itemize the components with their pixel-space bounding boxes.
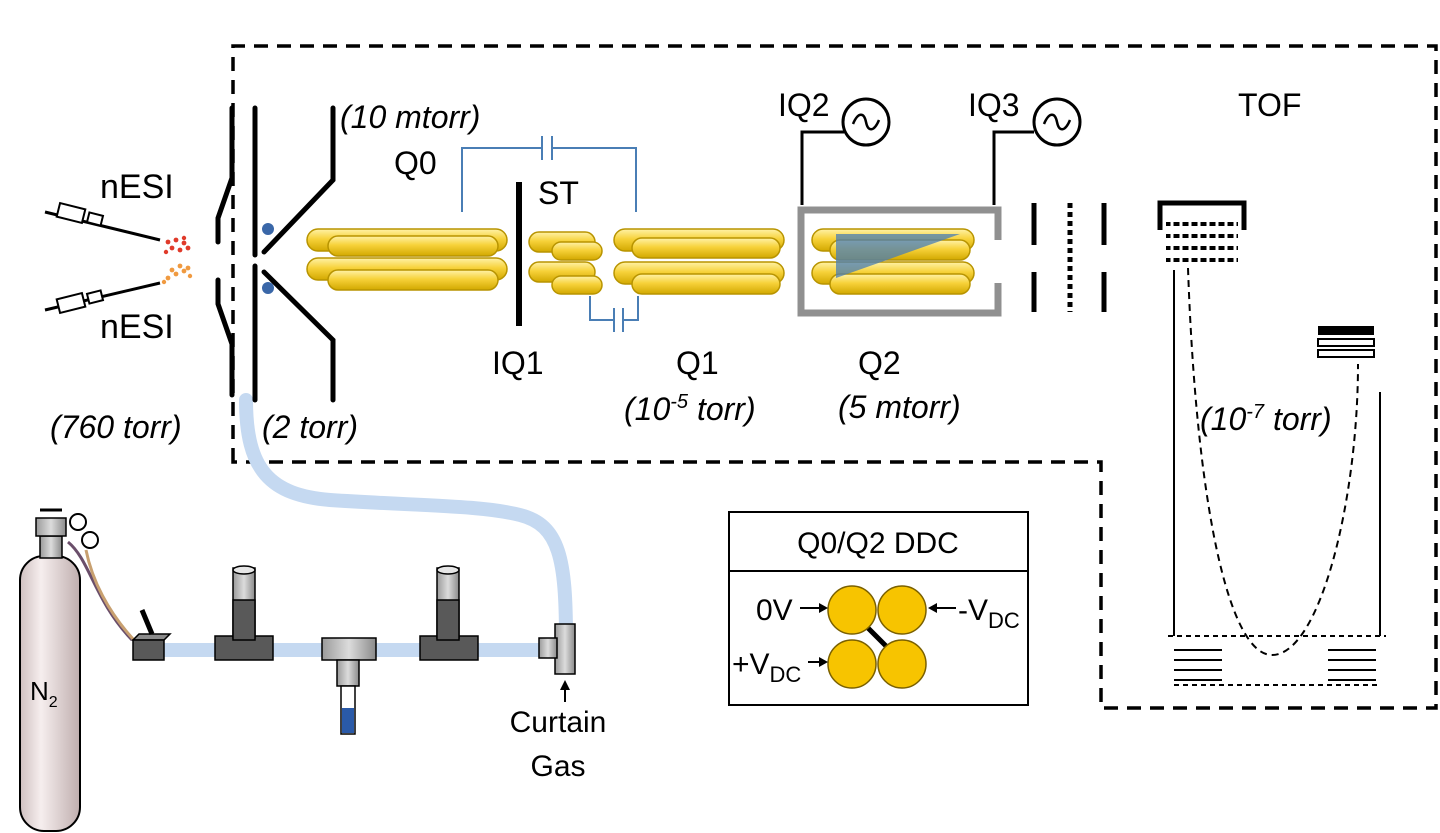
exit-lens-stack — [1031, 203, 1107, 312]
nesi-spray-top — [163, 235, 191, 255]
q0-label: Q0 — [394, 145, 437, 181]
nesi-top-label: nESI — [100, 168, 174, 206]
pressure-2-label: (2 torr) — [262, 409, 358, 445]
ddc-rod-top-right — [877, 585, 927, 635]
q2-collision-cell — [797, 206, 1002, 317]
nesi-bottom-label: nESI — [100, 308, 174, 346]
curtain-gas-tee — [538, 623, 576, 702]
ddc-box: Q0/Q2 DDC 0V -VDC +VDC — [728, 511, 1029, 706]
curtain-gas-label-line1: Curtain — [510, 706, 607, 739]
ddc-rod-bottom-right — [877, 639, 927, 689]
iq1-label: IQ1 — [492, 345, 544, 381]
vacuum-enclosure-border — [231, 44, 1438, 710]
skimmer-cone — [261, 105, 336, 403]
ddc-rod-top-left — [827, 585, 877, 635]
ion-dot-bottom — [262, 282, 274, 294]
ddc-arrow-minus — [928, 603, 956, 613]
tof-ion-trajectory — [1187, 267, 1359, 657]
ddc-arrow-plus — [808, 657, 828, 667]
q2-ion-beam — [836, 234, 960, 278]
iq3-rf-circuit — [992, 130, 1034, 205]
flow-meter-1 — [214, 565, 274, 661]
nesi-emitter-top — [44, 201, 161, 242]
iq2-rf-circuit — [800, 130, 844, 205]
bubbler-tee — [321, 637, 377, 735]
ddc-title: Q0/Q2 DDC — [797, 527, 959, 560]
tof-reflectron-left — [1174, 649, 1222, 681]
tof-flight-tube — [1168, 270, 1386, 637]
pressure-1e5-label: (10-5 torr) — [624, 391, 756, 427]
tof-pusher — [1157, 200, 1247, 264]
iq3-label: IQ3 — [968, 87, 1020, 123]
curtain-gas-line — [143, 393, 573, 657]
regulator-block — [131, 609, 172, 661]
pressure-1e7-label: (10-7 torr) — [1200, 401, 1332, 437]
ddc-plus-v-label: +VDC — [732, 648, 801, 687]
ddc-arrow-zero — [800, 603, 828, 613]
ddc-zero-v-label: 0V — [756, 594, 793, 627]
tof-label: TOF — [1238, 87, 1301, 123]
pressure-5m-label: (5 mtorr) — [838, 389, 961, 425]
st-stubbies — [528, 231, 603, 295]
capacitor-circuit-bottom — [589, 296, 639, 332]
pressure-10m-label: (10 mtorr) — [340, 99, 480, 135]
q1-rod-set — [613, 228, 785, 295]
n2-cylinder — [19, 508, 136, 832]
ddc-minus-v-label: -VDC — [958, 594, 1020, 633]
n2-label: N2 — [30, 676, 58, 711]
ddc-rod-bottom-left — [827, 639, 877, 689]
iq2-sine-icon — [851, 113, 881, 131]
tof-reflectron-right — [1328, 649, 1376, 681]
nesi-emitter-bottom — [44, 281, 161, 315]
pressure-760-label: (760 torr) — [50, 409, 182, 445]
q2-label: Q2 — [858, 345, 901, 381]
curtain-plate — [215, 105, 235, 398]
iq2-label: IQ2 — [778, 87, 830, 123]
q1-label: Q1 — [676, 345, 719, 381]
q0-rod-set — [306, 228, 508, 291]
nesi-spray-bottom — [161, 263, 193, 285]
tof-detector — [1317, 326, 1375, 358]
curtain-gas-label-line2: Gas — [530, 750, 585, 783]
capacitor-circuit-top — [461, 136, 637, 212]
st-label: ST — [538, 175, 579, 211]
iq3-sine-icon — [1042, 113, 1072, 131]
flow-meter-2 — [419, 565, 479, 661]
ion-dot-top — [262, 223, 274, 235]
